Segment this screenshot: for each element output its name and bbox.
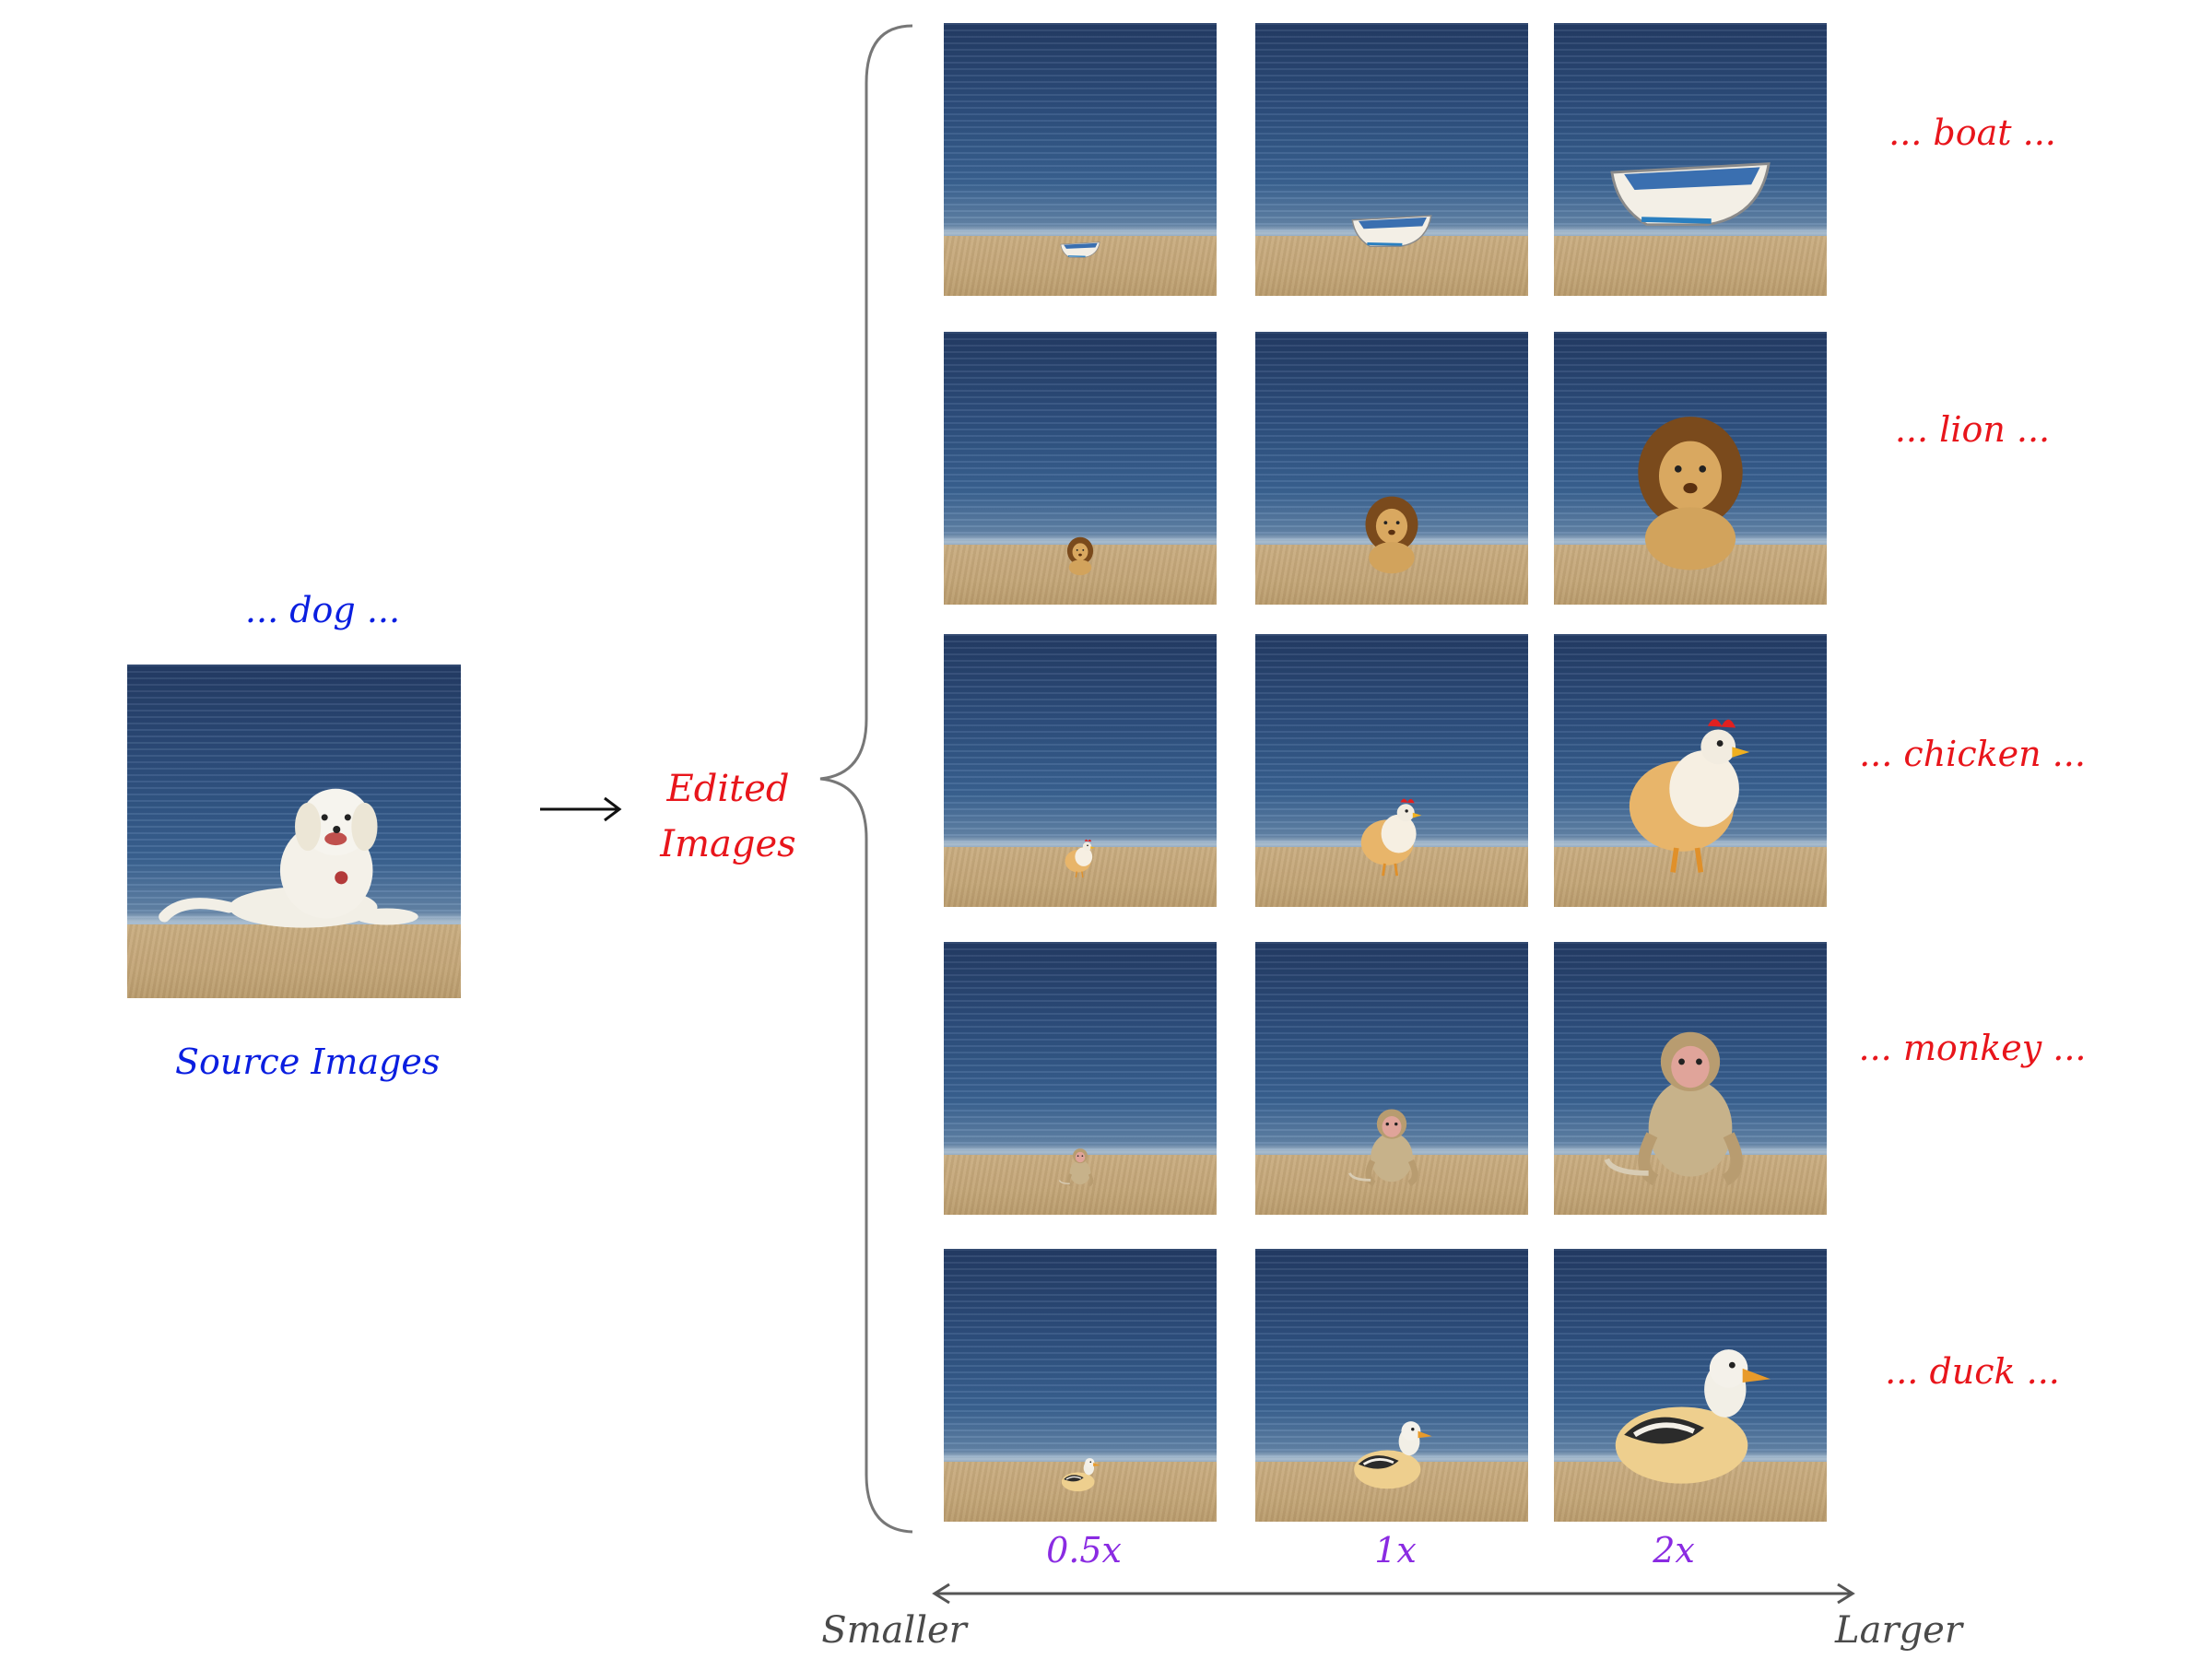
edited-image-boat-0-5x [944,23,1217,296]
edited-image-duck-2x [1554,1249,1827,1522]
row-prompt-duck: ... duck ... [1885,1351,2060,1392]
edited-image-duck-0-5x [944,1249,1217,1522]
lion-figure [1638,417,1743,571]
monkey-figure [1058,1148,1094,1187]
boat-figure [1351,215,1432,247]
edited-image-lion-2x [1554,332,1827,605]
source-image-dog [127,665,461,998]
edited-image-boat-1x [1255,23,1528,296]
duck-figure [1615,1349,1771,1484]
monkey-figure [1604,1031,1743,1186]
axis-label-larger: Larger [1835,1609,1962,1652]
dog-figure [159,788,418,928]
edited-label-line-1: Edited [666,768,790,810]
chicken-figure [1065,839,1095,878]
row-prompt-boat: ... boat ... [1888,112,2056,153]
size-axis-arrow [932,1583,1855,1605]
duck-figure [1061,1457,1100,1492]
edited-image-boat-2x [1554,23,1827,296]
scale-label-0-5x: 0.5x [1046,1530,1122,1571]
source-caption: Source Images [175,1041,441,1082]
edited-image-lion-1x [1255,332,1528,605]
edited-image-chicken-0-5x [944,634,1217,907]
boat-figure [1610,162,1771,227]
scale-label-2x: 2x [1653,1530,1695,1571]
row-prompt-chicken: ... chicken ... [1859,734,2086,774]
row-prompt-monkey: ... monkey ... [1858,1028,2087,1068]
scale-label-1x: 1x [1374,1530,1417,1571]
edited-image-duck-1x [1255,1249,1528,1522]
edited-image-monkey-2x [1554,942,1827,1215]
chicken-figure [1360,798,1422,877]
monkey-figure [1348,1109,1418,1187]
chicken-figure [1629,719,1750,873]
lion-figure [1365,496,1418,574]
row-prompt-lion: ... lion ... [1894,409,2051,450]
boat-figure [1060,241,1100,258]
duck-figure [1354,1421,1432,1489]
edited-images-label: Edited Images [636,761,820,872]
edited-image-lion-0-5x [944,332,1217,605]
curly-brace [819,24,913,1534]
right-arrow-icon [540,796,622,822]
edited-image-monkey-0-5x [944,942,1217,1215]
axis-label-smaller: Smaller [821,1609,967,1652]
edited-image-monkey-1x [1255,942,1528,1215]
lion-figure [1066,536,1094,576]
edited-image-chicken-2x [1554,634,1827,907]
edited-image-chicken-1x [1255,634,1528,907]
edited-label-line-2: Images [660,823,796,865]
source-prompt: ... dog ... [244,590,401,630]
